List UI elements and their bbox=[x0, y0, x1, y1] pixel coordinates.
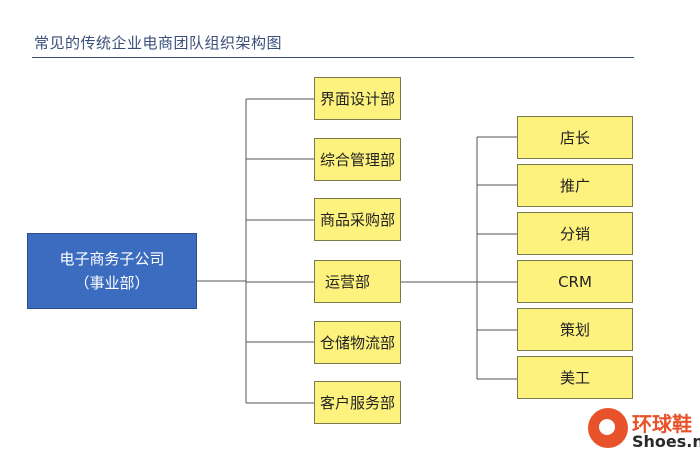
logo-mark-icon bbox=[588, 408, 628, 448]
operations-sub-label: 店长 bbox=[559, 129, 590, 147]
operations-sub-label: 分销 bbox=[559, 225, 590, 243]
root-node: 电子商务子公司 （事业部） bbox=[27, 233, 197, 309]
department-node-operations: 运营部 bbox=[314, 260, 401, 303]
department-label: 仓储物流部 bbox=[319, 334, 395, 352]
department-label: 客户服务部 bbox=[319, 394, 395, 412]
department-node: 商品采购部 bbox=[314, 198, 401, 241]
operations-sub-node: 店长 bbox=[517, 116, 633, 159]
operations-sub-node: 分销 bbox=[517, 212, 633, 255]
department-label: 界面设计部 bbox=[319, 90, 395, 108]
department-label: 运营部 bbox=[325, 273, 371, 291]
operations-sub-label: 推广 bbox=[559, 177, 590, 195]
chart-title: 常见的传统企业电商团队组织架构图 bbox=[34, 34, 283, 52]
operations-sub-node: 推广 bbox=[517, 164, 633, 207]
department-node: 客户服务部 bbox=[314, 381, 401, 424]
department-label: 综合管理部 bbox=[319, 151, 395, 169]
root-node-line2: （事业部） bbox=[74, 274, 150, 292]
operations-sub-label: CRM bbox=[558, 272, 592, 291]
department-label: 商品采购部 bbox=[319, 211, 395, 229]
department-node: 综合管理部 bbox=[314, 138, 401, 181]
watermark-logo: 环球鞋 Shoes.ne bbox=[584, 404, 700, 454]
watermark-cn: 环球鞋 bbox=[632, 412, 692, 436]
department-node: 仓储物流部 bbox=[314, 321, 401, 364]
department-node: 界面设计部 bbox=[314, 77, 401, 120]
operations-sub-label: 美工 bbox=[559, 369, 590, 387]
operations-sub-node: CRM bbox=[517, 260, 633, 303]
operations-sub-node: 美工 bbox=[517, 356, 633, 399]
operations-sub-node: 策划 bbox=[517, 308, 633, 351]
operations-sub-label: 策划 bbox=[559, 321, 590, 339]
root-node-line1: 电子商务子公司 bbox=[59, 250, 165, 268]
watermark-en: Shoes.ne bbox=[632, 432, 700, 451]
title-divider bbox=[32, 57, 634, 58]
